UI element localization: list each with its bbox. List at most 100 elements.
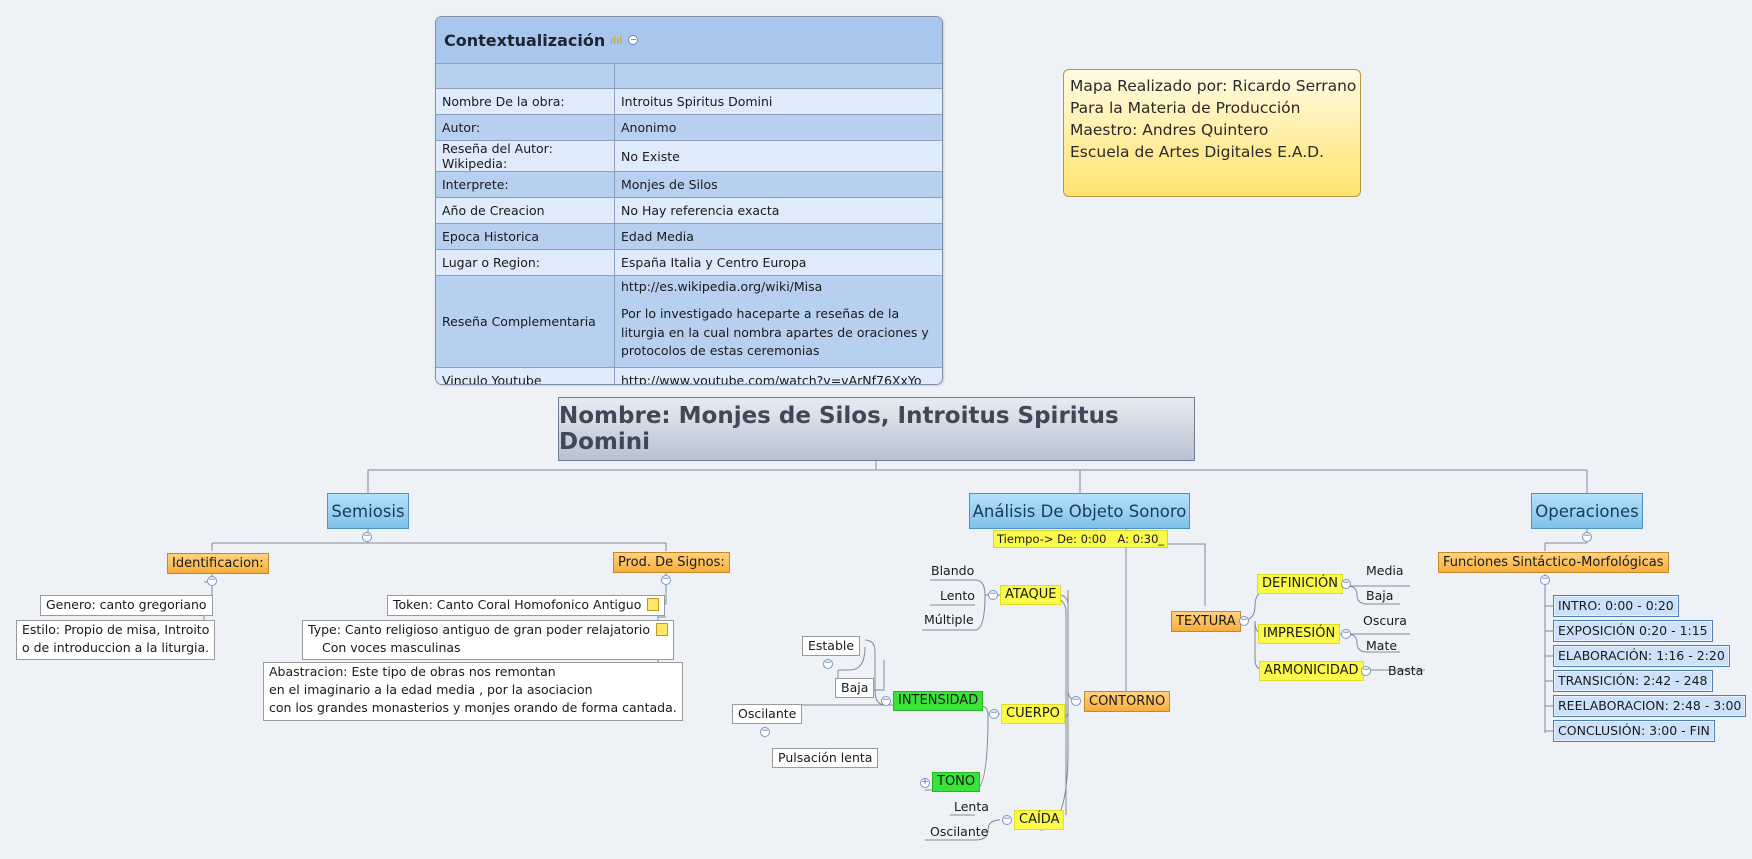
collapse-icon[interactable]: − <box>988 589 998 600</box>
collapse-icon[interactable]: − <box>1071 695 1081 706</box>
tiempo-field[interactable]: Tiempo-> De: 0:00 A: 0:30_ <box>993 530 1169 548</box>
collapse-icon[interactable]: − <box>1582 531 1592 542</box>
funciones-node[interactable]: Funciones Sintáctico-Morfológicas <box>1438 552 1669 573</box>
estilo-node[interactable]: Estilo: Propio de misa, Introito o de in… <box>16 620 216 660</box>
note-line: Para la Materia de Producción <box>1070 99 1301 117</box>
abstraccion-node[interactable]: Abastracion: Este tipo de obras nos remo… <box>263 662 683 721</box>
table-row: Reseña del Autor: Wikipedia:No Existe <box>436 140 942 172</box>
ataque-node[interactable]: ATAQUE <box>1000 585 1062 605</box>
row-label: Lugar o Region: <box>436 249 615 276</box>
tiempo-prefix: Tiempo-> De: <box>997 532 1077 546</box>
youtube-link[interactable]: http://www.youtube.com/watch?v=vArNf76Xx… <box>614 367 942 384</box>
author-note: Mapa Realizado por: Ricardo Serrano Para… <box>1063 69 1361 197</box>
table-row: Lugar o Region:España Italia y Centro Eu… <box>436 249 942 276</box>
operacion-item[interactable]: CONCLUSIÓN: 3:00 - FIN <box>1553 720 1715 742</box>
textura-node[interactable]: TEXTURA <box>1171 611 1241 632</box>
tiempo-from[interactable]: 0:00 <box>1080 532 1107 546</box>
ataque-item[interactable]: Lento <box>940 588 975 603</box>
tiempo-to[interactable]: 0:30_ <box>1132 532 1165 546</box>
wikipedia-link[interactable]: http://es.wikipedia.org/wiki/Misa <box>621 279 823 294</box>
genero-node[interactable]: Genero: canto gregoriano <box>40 595 213 616</box>
row-label <box>436 64 615 89</box>
pulsacion-node[interactable]: Pulsación lenta <box>772 748 879 768</box>
collapse-icon[interactable]: − <box>362 531 372 542</box>
operacion-item[interactable]: ELABORACIÓN: 1:16 - 2:20 <box>1553 645 1730 667</box>
topic-operaciones[interactable]: Operaciones <box>1531 493 1643 529</box>
operacion-item[interactable]: INTRO: 0:00 - 0:20 <box>1553 595 1679 617</box>
row-value: Anonimo <box>614 114 942 141</box>
definicion-item[interactable]: Media <box>1366 563 1404 578</box>
row-label: Vinculo Youtube <box>436 367 615 384</box>
row-label: Reseña Complementaria <box>436 275 615 368</box>
collapse-icon[interactable]: − <box>989 708 999 719</box>
collapse-icon[interactable]: − <box>1341 578 1351 589</box>
collapse-icon[interactable]: − <box>207 575 217 586</box>
definicion-item[interactable]: Baja <box>1366 588 1394 603</box>
estable-node[interactable]: Estable <box>802 636 861 656</box>
token-node[interactable]: Token: Canto Coral Homofonico Antiguo <box>387 595 666 616</box>
row-label: Año de Creacion <box>436 197 615 224</box>
row-value: España Italia y Centro Europa <box>614 249 942 276</box>
chart-icon: ılıl <box>610 33 623 47</box>
collapse-icon[interactable]: − <box>760 726 770 737</box>
collapse-icon[interactable]: − <box>1341 628 1351 639</box>
armonicidad-node[interactable]: ARMONICIDAD <box>1259 661 1364 681</box>
note-line: Maestro: Andres Quintero <box>1070 121 1269 139</box>
cuerpo-node[interactable]: CUERPO <box>1001 704 1065 724</box>
tono-node[interactable]: TONO <box>932 772 981 792</box>
row-value: No Hay referencia exacta <box>614 197 942 224</box>
central-topic[interactable]: Nombre: Monjes de Silos, Introitus Spiri… <box>558 397 1195 461</box>
row-value-paragraph: Por lo investigado haceparte a reseñas d… <box>621 306 929 358</box>
row-value: http://es.wikipedia.org/wiki/Misa Por lo… <box>614 275 942 368</box>
expand-icon[interactable]: + <box>920 777 930 788</box>
identificacion-node[interactable]: Identificacion: <box>167 553 269 574</box>
context-title: Contextualización <box>444 30 606 50</box>
token-text: Token: Canto Coral Homofonico Antiguo <box>393 597 642 612</box>
armonicidad-item[interactable]: Basta <box>1388 663 1424 678</box>
topic-semiosis[interactable]: Semiosis <box>327 493 409 529</box>
definicion-node[interactable]: DEFINICIÓN <box>1257 574 1343 594</box>
table-row: Interprete:Monjes de Silos <box>436 171 942 198</box>
collapse-icon[interactable]: − <box>661 574 671 585</box>
table-row: Reseña Complementaria http://es.wikipedi… <box>436 275 942 368</box>
estilo-line: Estilo: Propio de misa, Introito <box>22 622 210 637</box>
collapse-icon[interactable]: − <box>823 658 833 669</box>
collapse-icon[interactable]: − <box>1361 665 1371 676</box>
table-row: Nombre De la obra:Introitus Spiritus Dom… <box>436 88 942 115</box>
impresion-item[interactable]: Mate <box>1366 638 1398 653</box>
oscilante-node[interactable]: Oscilante <box>732 704 803 724</box>
prod-signos-node[interactable]: Prod. De Signos: <box>613 552 730 573</box>
collapse-icon[interactable]: − <box>881 695 891 706</box>
estilo-line: o de introduccion a la liturgia. <box>22 640 210 655</box>
operacion-item[interactable]: REELABORACION: 2:48 - 3:00 <box>1553 695 1747 717</box>
ataque-item[interactable]: Múltiple <box>924 612 974 627</box>
type-line: Type: Canto religioso antiguo de gran po… <box>308 622 651 637</box>
baja-node[interactable]: Baja <box>835 678 875 698</box>
row-value: Edad Media <box>614 223 942 250</box>
collapse-icon[interactable]: − <box>1002 814 1012 825</box>
collapse-icon[interactable]: − <box>1239 615 1249 626</box>
context-rows: Nombre De la obra:Introitus Spiritus Dom… <box>436 64 942 384</box>
impresion-node[interactable]: IMPRESIÓN <box>1258 624 1341 644</box>
operacion-item[interactable]: EXPOSICIÓN 0:20 - 1:15 <box>1553 620 1713 642</box>
caida-item[interactable]: Oscilante <box>930 824 989 839</box>
context-header: Contextualización ılıl − <box>436 17 942 64</box>
type-node[interactable]: Type: Canto religioso antiguo de gran po… <box>302 620 675 660</box>
type-line: Con voces masculinas <box>322 640 461 655</box>
caida-item[interactable]: Lenta <box>954 799 989 814</box>
row-value: No Existe <box>614 140 942 172</box>
impresion-item[interactable]: Oscura <box>1363 613 1407 628</box>
caida-node[interactable]: CAÍDA <box>1014 810 1065 830</box>
table-row <box>436 64 942 89</box>
collapse-icon[interactable]: − <box>628 35 639 45</box>
row-value: Monjes de Silos <box>614 171 942 198</box>
operacion-item[interactable]: TRANSICIÓN: 2:42 - 248 <box>1553 670 1713 692</box>
topic-analisis[interactable]: Análisis De Objeto Sonoro <box>969 493 1190 529</box>
collapse-icon[interactable]: − <box>1540 574 1550 585</box>
contorno-node[interactable]: CONTORNO <box>1084 691 1171 712</box>
intensidad-node[interactable]: INTENSIDAD <box>893 691 984 711</box>
ataque-item[interactable]: Blando <box>931 563 975 578</box>
